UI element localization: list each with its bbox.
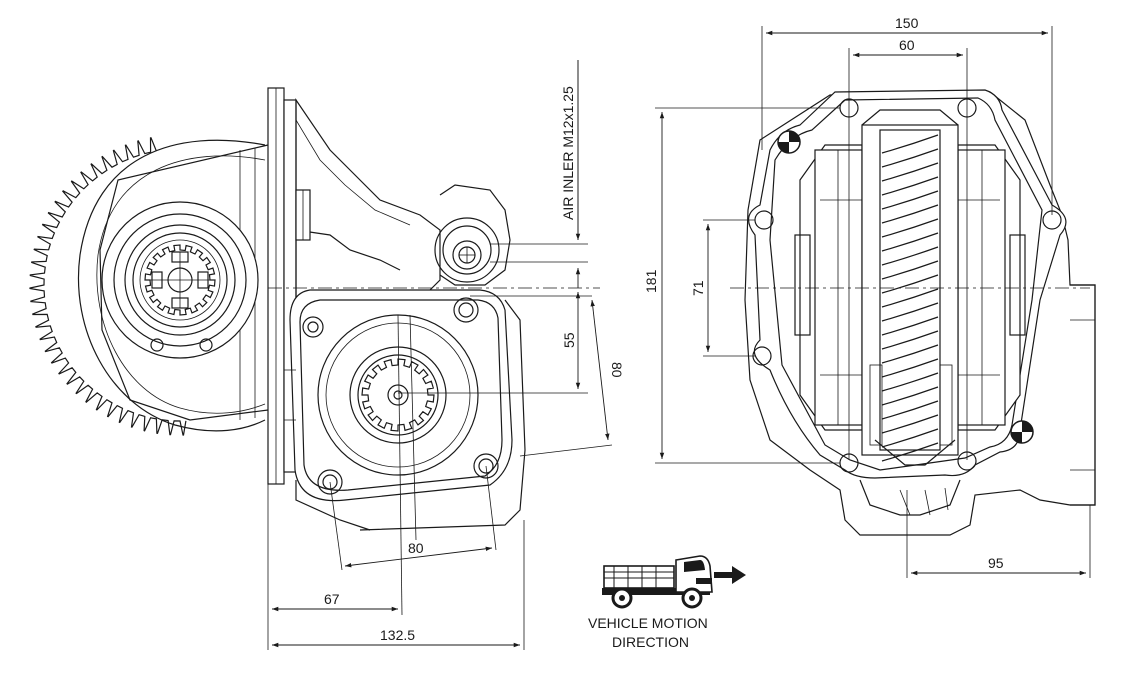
cylinder-body — [295, 98, 441, 301]
dim-150-label: 150 — [895, 15, 919, 31]
lower-housing — [283, 299, 526, 531]
legend-line-2: DIRECTION — [612, 634, 689, 650]
mounting-flange — [267, 87, 297, 485]
air-inlet-boss — [434, 184, 511, 286]
air-inlet-label: AIR INLER M12x1.25 — [560, 86, 576, 220]
side-view — [29, 87, 600, 531]
truck-icon — [602, 555, 713, 609]
end-view-dimensions: 150 60 181 71 95 — [643, 15, 1091, 578]
cog-marker-bottom — [1010, 420, 1034, 444]
dim-95-label: 95 — [988, 555, 1004, 571]
dim-60-label: 60 — [899, 37, 915, 53]
legend-line-1: VEHICLE MOTION — [588, 615, 708, 631]
right-bearing — [957, 144, 1026, 431]
motion-arrow-icon — [714, 566, 746, 584]
vehicle-motion-legend: VEHICLE MOTION DIRECTION — [588, 555, 746, 650]
dim-80-vertical-label: 80 — [609, 362, 625, 378]
helical-gear — [861, 109, 959, 466]
left-bearing — [794, 144, 863, 431]
dim-71-label: 71 — [690, 280, 706, 296]
end-view — [730, 89, 1096, 536]
dim-181-label: 181 — [643, 269, 659, 293]
input-spline-shaft — [101, 201, 259, 359]
dim-55-label: 55 — [561, 332, 577, 348]
side-view-dimensions: AIR INLER M12x1.25 55 80 80 67 132.5 — [267, 60, 625, 650]
dim-132-5-label: 132.5 — [380, 627, 415, 643]
dim-67-label: 67 — [324, 591, 340, 607]
cog-marker-top — [777, 130, 801, 154]
dim-80-horizontal-label: 80 — [408, 540, 424, 556]
